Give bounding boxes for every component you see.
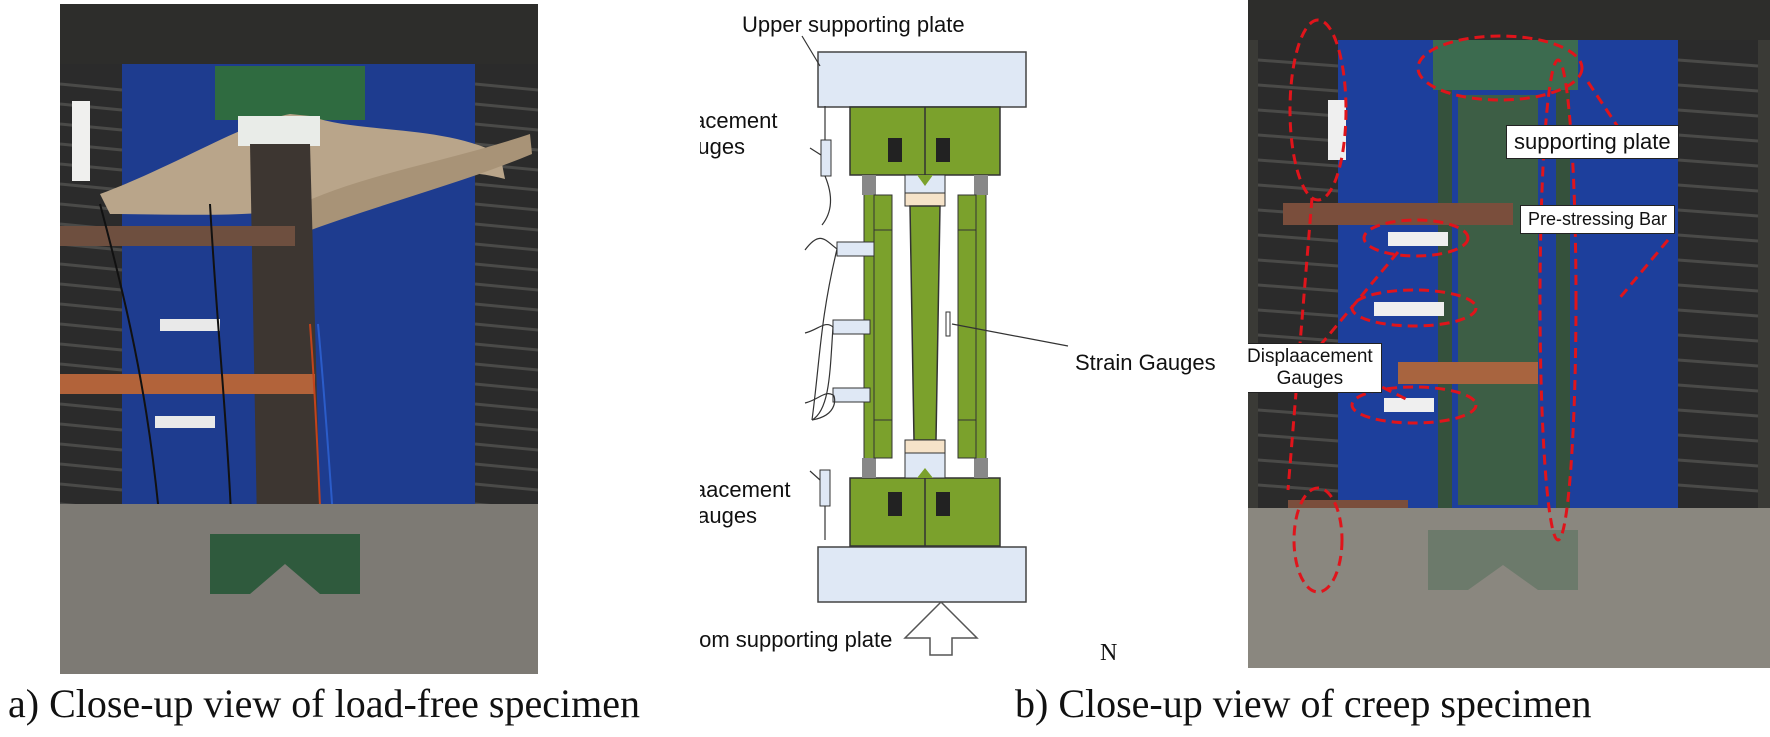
schematic-drawing: Upper supporting plate Displaacement Gau… [632, 12, 1216, 666]
top-loading-block [215, 66, 365, 120]
callout-prestressing-bar: Pre-stressing Bar [1520, 205, 1676, 234]
lower-bolted-block [849, 477, 1001, 547]
press-top-beam [60, 4, 538, 64]
bottom-loading-block [210, 534, 360, 594]
label-upper-plate: Upper supporting plate [742, 12, 965, 37]
caption-load-free-specimen: a) Close-up view of load-free specimen [8, 681, 640, 726]
prestressing-bar [1556, 90, 1570, 510]
callout-displacement-line-1: Displaacement [1248, 346, 1373, 367]
supporting-plate [1433, 40, 1578, 90]
bottom-loading-block [1428, 530, 1578, 590]
label-bottom-plate: Bottom supporting plate [700, 627, 892, 652]
leader-lines [801, 35, 1069, 540]
displacement-gauge [155, 416, 215, 428]
specimen-top-plate [238, 116, 320, 146]
column-specimen [904, 174, 946, 479]
displacement-gauge [1374, 302, 1444, 316]
label-strain-gauges: Strain Gauges [1075, 350, 1216, 375]
caption-creep-specimen: b) Close-up view of creep specimen [1015, 681, 1592, 726]
photo-creep-specimen: supporting plate Pre-stressing Bar Displ… [1248, 0, 1770, 668]
callout-supporting-plate: supporting plate [1506, 125, 1679, 159]
photo-load-free-specimen-illustration [60, 4, 538, 674]
horizontal-bar-lower [1398, 362, 1538, 384]
threaded-column-left [1257, 40, 1339, 580]
horizontal-bar-upper [60, 226, 295, 246]
threaded-column-right [1677, 40, 1759, 580]
displacement-gauge [160, 319, 220, 331]
photo-creep-specimen-illustration [1248, 0, 1770, 668]
displacement-gauge [1384, 398, 1434, 412]
horizontal-bar-upper [1283, 203, 1513, 225]
bottom-supporting-plate [817, 546, 1027, 603]
test-setup-schematic: Upper supporting plate Displaacement Gau… [632, 0, 1260, 670]
callout-displacement-line-2: Gauges [1276, 368, 1344, 389]
press-top-beam [1248, 0, 1770, 40]
displacement-gauge [72, 101, 90, 181]
load-arrow [903, 600, 979, 656]
callout-displacement-gauges: Displaacement Gauges [1248, 343, 1382, 393]
horizontal-bar-lower [60, 374, 315, 394]
red-annotations [1286, 18, 1670, 594]
displacement-gauges [819, 139, 875, 507]
strain-gauge [945, 311, 951, 337]
photo-load-free-specimen [60, 4, 538, 674]
prestressing-bar [1438, 90, 1452, 510]
upper-supporting-plate [817, 51, 1027, 108]
upper-bolted-block [849, 106, 1001, 176]
label-load-n: N [1100, 640, 1117, 666]
label-gauges-upper: Gauges [700, 134, 745, 159]
column-specimen [250, 144, 322, 579]
label-displacement-upper: Displaacement [700, 108, 778, 133]
threaded-column-left [60, 64, 123, 584]
displacement-gauge [1328, 100, 1346, 160]
label-gauges-lower: Gauges [700, 503, 757, 528]
displacement-gauge [1388, 232, 1448, 246]
press-base [60, 504, 538, 674]
label-displacement-lower: Displaacement [700, 477, 791, 502]
